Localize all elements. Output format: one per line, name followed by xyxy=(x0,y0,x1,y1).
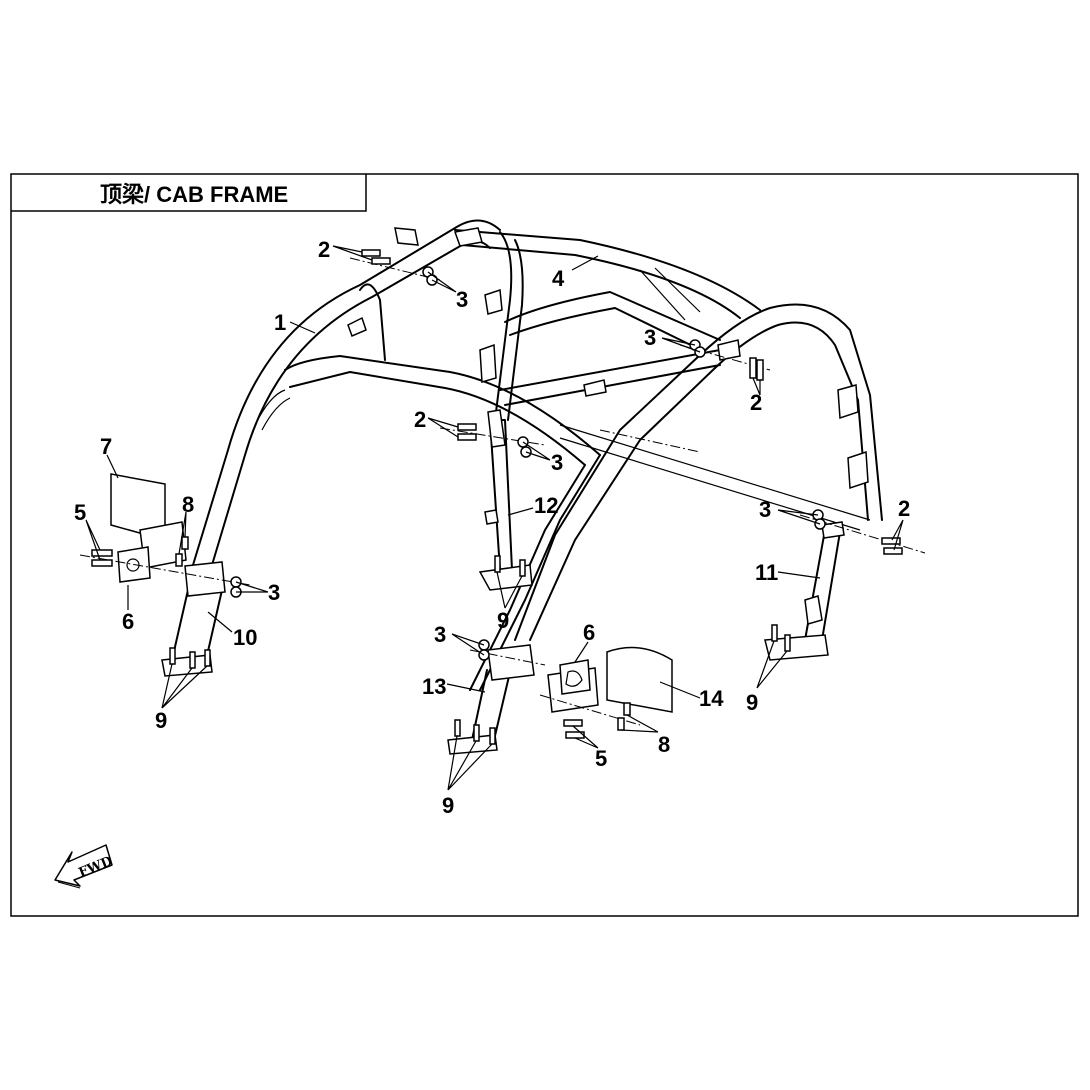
callout-3-top: 3 xyxy=(456,287,468,312)
part-7-mirror xyxy=(110,473,187,583)
callout-9-center: 9 xyxy=(497,608,509,633)
callout-3-right-upper: 3 xyxy=(644,325,656,350)
callout-7: 7 xyxy=(100,434,112,459)
leader-lines xyxy=(85,245,904,791)
fwd-arrow-icon: FWD xyxy=(54,844,115,889)
frame-brackets xyxy=(347,227,869,490)
callout-9-right: 9 xyxy=(746,690,758,715)
callout-8-right: 8 xyxy=(658,732,670,757)
callout-6-left: 6 xyxy=(122,609,134,634)
callout-2-right-lower: 2 xyxy=(898,496,910,521)
callout-1: 1 xyxy=(274,310,286,335)
callout-3-right-front: 3 xyxy=(434,622,446,647)
callout-5-right: 5 xyxy=(595,746,607,771)
callout-11: 11 xyxy=(755,560,778,585)
callout-9-right-front: 9 xyxy=(442,793,454,818)
callout-12: 12 xyxy=(534,493,558,518)
part-11-pillar xyxy=(764,521,845,661)
callout-8-left: 8 xyxy=(182,492,194,517)
callout-3-left: 3 xyxy=(268,580,280,605)
callout-4: 4 xyxy=(552,266,565,291)
title-box: 顶梁/ CAB FRAME xyxy=(11,174,367,212)
callout-2-right-upper: 2 xyxy=(750,390,762,415)
callout-labels: 1 2 2 2 2 3 3 3 3 3 3 4 5 5 6 6 7 8 8 9 … xyxy=(74,237,910,818)
roll-cage-frame xyxy=(192,219,883,691)
callout-6-right: 6 xyxy=(583,620,595,645)
callout-10: 10 xyxy=(233,625,257,650)
callout-3-right-lower: 3 xyxy=(759,497,771,522)
diagram-border xyxy=(10,173,1079,917)
callout-14: 14 xyxy=(699,686,724,711)
part-12-pillar xyxy=(478,409,533,591)
callout-2-center: 2 xyxy=(414,407,426,432)
part-14-mirror xyxy=(547,646,673,713)
callout-5-left: 5 xyxy=(74,500,86,525)
callout-13: 13 xyxy=(422,674,446,699)
callout-2-top: 2 xyxy=(318,237,330,262)
page-title: 顶梁/ CAB FRAME xyxy=(100,182,288,207)
callout-3-center: 3 xyxy=(551,450,563,475)
callout-9-left: 9 xyxy=(155,708,167,733)
part-13-pillar xyxy=(447,644,535,755)
